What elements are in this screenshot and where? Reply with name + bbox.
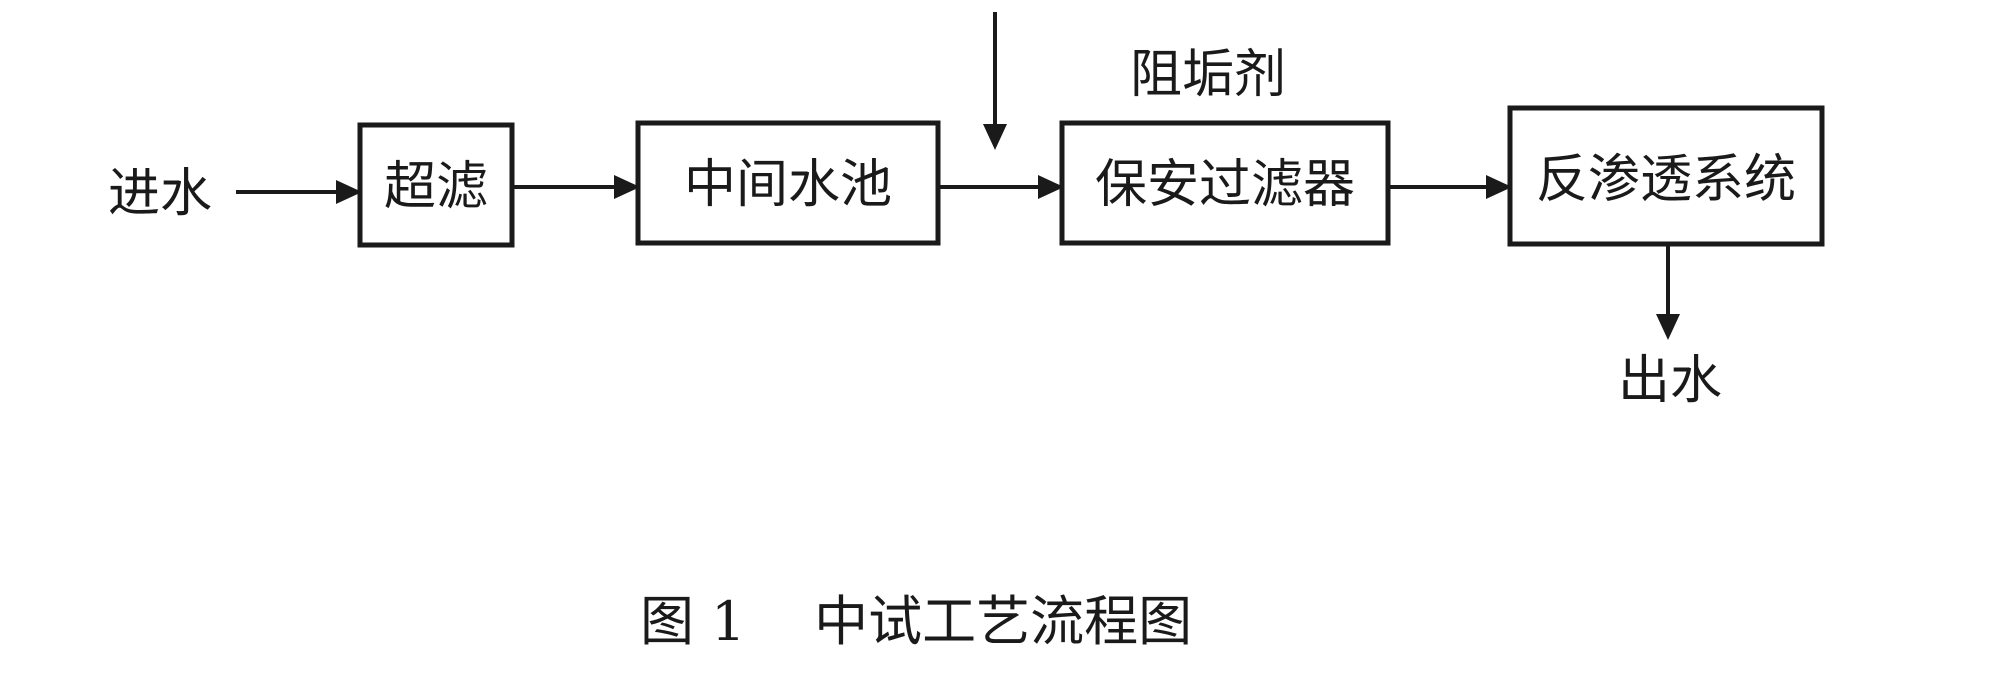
step-intermediate-tank: 中间水池 bbox=[635, 120, 941, 246]
step-security-filter: 保安过滤器 bbox=[1059, 120, 1391, 246]
input-label: 进水 bbox=[108, 164, 212, 224]
arrow-security-filter-to-ro bbox=[1390, 175, 1512, 199]
arrow-ro-to-output bbox=[1656, 246, 1680, 340]
step-reverse-osmosis-label: 反渗透系统 bbox=[1536, 150, 1796, 210]
arrow-ultrafiltration-to-tank bbox=[514, 175, 640, 199]
arrow-input-to-ultrafiltration bbox=[236, 180, 362, 204]
arrow-dosing-inlet bbox=[983, 12, 1007, 150]
figure-caption: 图 1 中试工艺流程图 bbox=[640, 590, 1192, 653]
step-intermediate-tank-label: 中间水池 bbox=[684, 155, 892, 215]
step-ultrafiltration: 超滤 bbox=[357, 122, 515, 248]
step-reverse-osmosis: 反渗透系统 bbox=[1507, 105, 1825, 247]
step-security-filter-label: 保安过滤器 bbox=[1095, 155, 1355, 215]
dosing-label: 阻垢剂 bbox=[1130, 45, 1286, 105]
arrow-tank-to-security-filter bbox=[940, 175, 1064, 199]
output-label: 出水 bbox=[1618, 351, 1722, 411]
step-ultrafiltration-label: 超滤 bbox=[384, 157, 488, 217]
